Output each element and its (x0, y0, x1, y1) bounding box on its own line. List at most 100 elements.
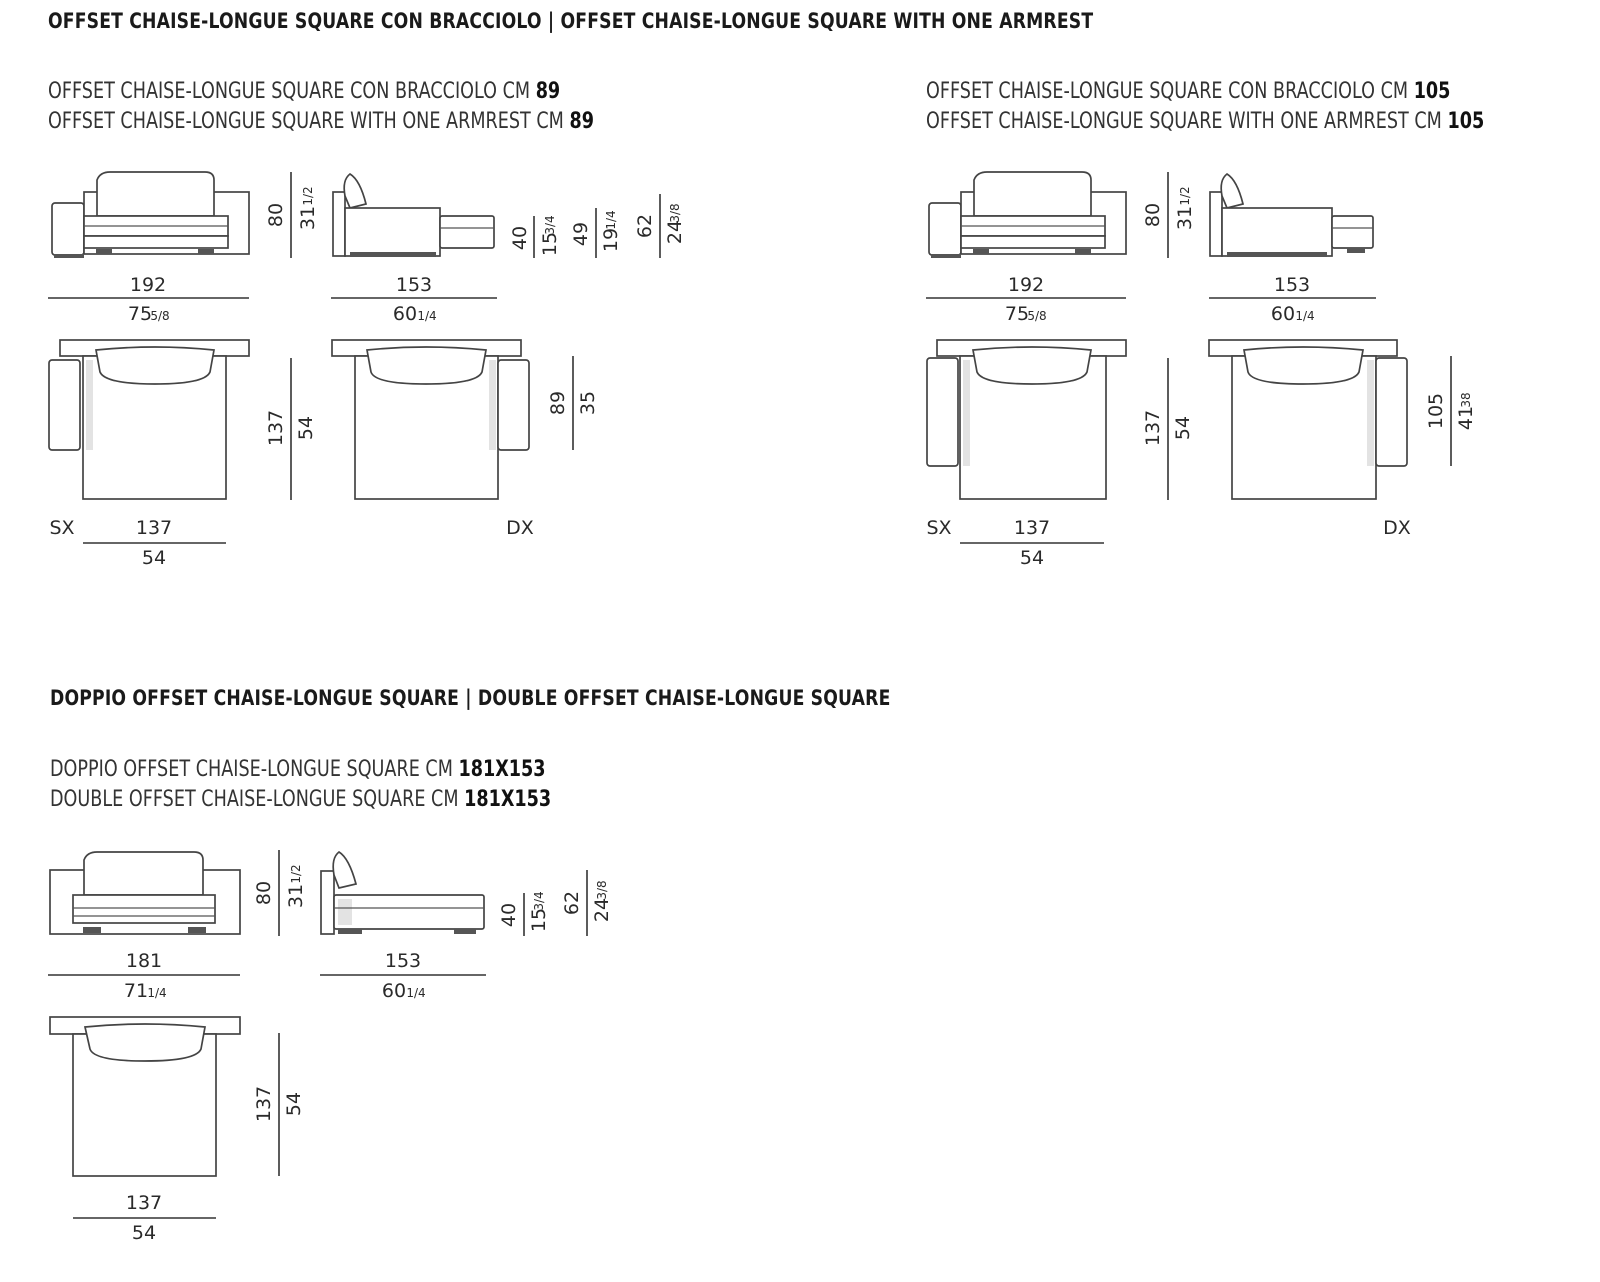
dim-height-in: 31 (1174, 206, 1196, 230)
double-plan-dims: 137 54 137 54 (73, 1033, 305, 1244)
right-front-view (928, 171, 1127, 258)
dim-width-in: 75 (128, 303, 152, 325)
dim-depth-cm: 153 (385, 950, 421, 972)
right-plan-sx (926, 339, 1127, 500)
right-width-dims: 192 75 5/8 153 60 1/4 (926, 274, 1376, 325)
left-front-dims: 80 31 1/2 (265, 172, 319, 258)
dim-plan-width-cm: 137 (1014, 517, 1050, 539)
left-side-view (332, 172, 495, 257)
left-plan-sx (48, 339, 250, 500)
double-side-dims: 40 15 3/4 62 24 3/8 (498, 870, 613, 936)
dim-seat-width-cm: 89 (547, 391, 569, 415)
right-title-line2: OFFSET CHAISE-LONGUE SQUARE WITH ONE ARM… (926, 109, 1448, 134)
dim-back-in: 24 (664, 220, 686, 244)
label-dx: DX (506, 517, 534, 539)
right-title-line1-size: 105 (1413, 79, 1451, 104)
dim-arm-in: 19 (600, 228, 622, 252)
left-model-title: OFFSET CHAISE-LONGUE SQUARE CON BRACCIOL… (48, 77, 594, 137)
dim-depth-in: 60 (1271, 303, 1295, 325)
dim-height-cm: 80 (265, 203, 287, 227)
dim-width-in-frac: 5/8 (1027, 309, 1046, 323)
right-plan-sx-dims: 137 54 SX 137 54 (926, 358, 1194, 569)
dim-seat-width-in-frac: 38 (1459, 392, 1473, 407)
dim-seat-cm: 40 (509, 226, 531, 250)
dim-seat-in: 15 (528, 908, 550, 932)
right-title-line2-size: 105 (1447, 109, 1485, 134)
dim-depth-cm: 153 (1274, 274, 1310, 296)
right-side-view (1209, 172, 1374, 257)
left-title-line2-size: 89 (569, 109, 594, 134)
dim-depth-cm: 153 (396, 274, 432, 296)
dim-width-in: 71 (124, 980, 148, 1002)
dim-back-cm: 62 (634, 214, 656, 238)
dim-depth-in: 60 (382, 980, 406, 1002)
double-front-dims: 80 31 1/2 (253, 850, 307, 936)
dim-plan-width-in: 54 (132, 1222, 156, 1244)
dim-height-in-frac: 1/2 (1178, 186, 1192, 205)
right-model-title: OFFSET CHAISE-LONGUE SQUARE CON BRACCIOL… (926, 77, 1484, 137)
left-side-dims: 40 15 3/4 49 19 1/4 62 24 3/8 (509, 194, 686, 258)
left-title-line1-size: 89 (535, 79, 561, 104)
left-plan-dx-dims: 89 35 DX (506, 356, 599, 539)
dim-width-in-frac: 5/8 (150, 309, 169, 323)
dim-plan-width-in: 54 (1020, 547, 1044, 569)
dim-plan-depth-in: 54 (283, 1092, 305, 1116)
double-front-view (49, 851, 241, 935)
dim-seat-in: 15 (539, 232, 561, 256)
dim-plan-width-cm: 137 (136, 517, 172, 539)
dim-seat-width-cm: 105 (1425, 393, 1447, 429)
double-title-line2: DOUBLE OFFSET CHAISE-LONGUE SQUARE CM (50, 787, 465, 812)
dim-back-in-frac: 3/8 (595, 880, 609, 899)
dim-width-in-frac: 1/4 (147, 986, 166, 1000)
double-title-line2-size: 181X153 (464, 787, 552, 812)
dim-seat-width-in: 41 (1455, 406, 1477, 430)
dim-plan-depth-cm: 137 (1142, 410, 1164, 446)
double-plan-view (49, 1016, 241, 1177)
left-front-view (51, 171, 250, 258)
dim-depth-in: 60 (393, 303, 417, 325)
dim-back-in-frac: 3/8 (668, 203, 682, 222)
dim-plan-depth-in: 54 (1172, 416, 1194, 440)
dim-height-in-frac: 1/2 (289, 864, 303, 883)
double-model-title: DOPPIO OFFSET CHAISE-LONGUE SQUARE CM 18… (50, 755, 551, 815)
left-plan-sx-dims: 137 54 SX 137 54 (49, 358, 317, 569)
label-dx: DX (1383, 517, 1411, 539)
dim-plan-depth-in: 54 (295, 416, 317, 440)
dim-back-in: 24 (591, 898, 613, 922)
label-sx: SX (926, 517, 951, 539)
dim-height-in: 31 (285, 884, 307, 908)
left-plan-dx (331, 339, 530, 500)
dim-plan-depth-cm: 137 (265, 410, 287, 446)
left-title-line1: OFFSET CHAISE-LONGUE SQUARE CON BRACCIOL… (48, 79, 536, 104)
dim-arm-cm: 49 (570, 222, 592, 246)
dim-depth-in-frac: 1/4 (406, 986, 425, 1000)
dim-seat-width-in: 35 (577, 391, 599, 415)
dim-seat-in-frac: 3/4 (543, 215, 557, 234)
dim-depth-in-frac: 1/4 (417, 309, 436, 323)
dim-back-cm: 62 (561, 891, 583, 915)
dim-seat-cm: 40 (498, 903, 520, 927)
dim-width-cm: 181 (126, 950, 162, 972)
dim-width-cm: 192 (130, 274, 166, 296)
double-title-line1-size: 181X153 (458, 757, 546, 782)
right-plan-dx-dims: 105 41 38 DX (1383, 356, 1477, 539)
dim-height-cm: 80 (1142, 203, 1164, 227)
left-width-dims: 192 75 5/8 153 60 1/4 (48, 274, 497, 325)
dim-width-in: 75 (1005, 303, 1029, 325)
right-title-line1: OFFSET CHAISE-LONGUE SQUARE CON BRACCIOL… (926, 79, 1414, 104)
section2-heading: DOPPIO OFFSET CHAISE-LONGUE SQUARE | DOU… (50, 686, 891, 710)
dim-plan-width-cm: 137 (126, 1192, 162, 1214)
right-front-dims: 80 31 1/2 (1142, 172, 1196, 258)
dim-plan-width-in: 54 (142, 547, 166, 569)
dim-height-in: 31 (297, 206, 319, 230)
dim-seat-in-frac: 3/4 (532, 891, 546, 910)
double-title-line1: DOPPIO OFFSET CHAISE-LONGUE SQUARE CM (50, 757, 459, 782)
dim-depth-in-frac: 1/4 (1295, 309, 1314, 323)
section1-heading: OFFSET CHAISE-LONGUE SQUARE CON BRACCIOL… (48, 9, 1094, 33)
dim-arm-in-frac: 1/4 (604, 210, 618, 229)
left-title-line2: OFFSET CHAISE-LONGUE SQUARE WITH ONE ARM… (48, 109, 570, 134)
label-sx: SX (49, 517, 74, 539)
dim-height-cm: 80 (253, 881, 275, 905)
double-side-view (320, 850, 485, 935)
